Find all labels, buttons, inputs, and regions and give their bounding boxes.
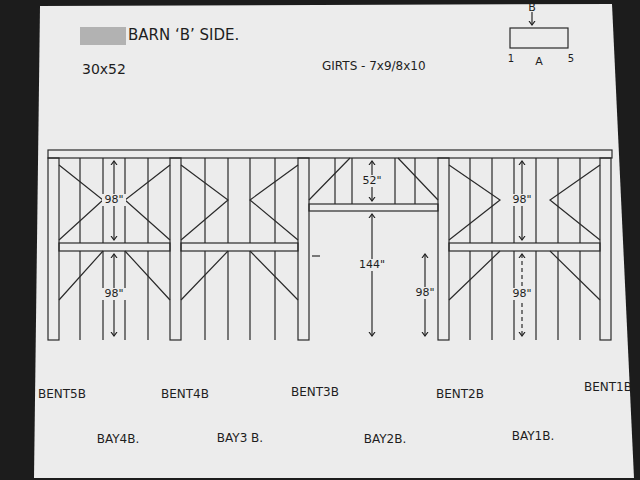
paper-sheet [34, 4, 634, 478]
dimension: 98" [510, 194, 533, 206]
redaction-blur [80, 27, 126, 45]
key-letter: A [535, 56, 543, 68]
key-letter: B [528, 2, 536, 14]
key-number: 1 [508, 53, 514, 64]
barn-size: 30x52 [82, 62, 126, 77]
bent-label: BENT5B [38, 388, 86, 401]
dimension: 98" [413, 287, 436, 299]
bent-label: BENT3B [291, 386, 339, 399]
bay-label: BAY2B. [364, 433, 407, 446]
girt-note: GIRTS - 7x9/8x10 [322, 60, 426, 73]
dimension: 98" [102, 194, 125, 206]
bent-label: BENT2B [436, 388, 484, 401]
dimension: 98" [510, 288, 533, 300]
drawing-title: BARN ‘B’ SIDE. [128, 27, 239, 44]
dimension: 98" [102, 288, 125, 300]
bay-label: BAY3 B. [217, 432, 263, 445]
key-number: 5 [568, 53, 574, 64]
bent-label: BENT1B [584, 381, 632, 394]
dimension: 144" [357, 259, 387, 271]
bay-label: BAY1B. [512, 430, 555, 443]
bent-label: BENT4B [161, 388, 209, 401]
dimension: 52" [360, 175, 383, 187]
bay-label: BAY4B. [97, 433, 140, 446]
frame-lines [48, 12, 612, 340]
